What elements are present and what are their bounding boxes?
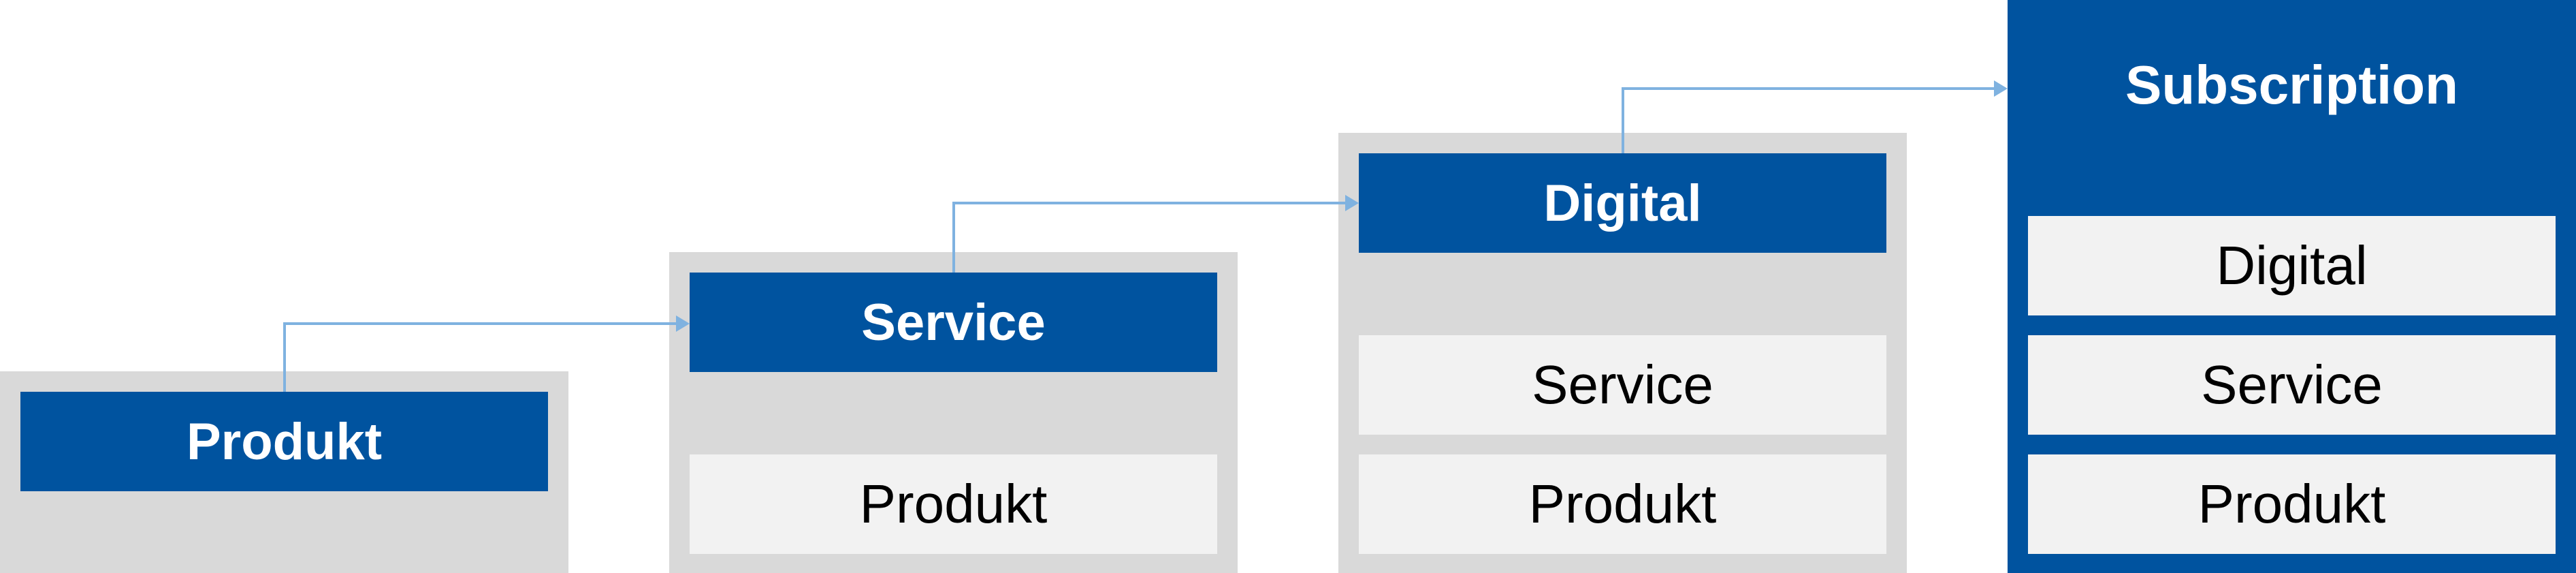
arrow-digital-to-subscription [1622,85,2001,153]
stage-digital-item-service: Service [1359,335,1886,435]
stage-produkt-title: Produkt [20,392,548,491]
stage-subscription-title: Subscription [2125,55,2458,115]
arrowhead-digital [1345,195,1359,211]
stage-subscription-item-digital: Digital [2028,216,2556,315]
stage-digital-item-produkt: Produkt [1359,454,1886,554]
arrow-produkt-to-service [283,320,683,392]
arrow-service-to-digital [952,200,1353,273]
stage-subscription-item-service: Service [2028,335,2556,435]
stage-service-title: Service [690,273,1217,372]
stage-service-item-produkt: Produkt [690,454,1217,554]
arrowhead-subscription [1994,80,2008,97]
arrowhead-service [676,315,690,332]
stage-digital-title: Digital [1359,153,1886,253]
stage-subscription-item-produkt: Produkt [2028,454,2556,554]
